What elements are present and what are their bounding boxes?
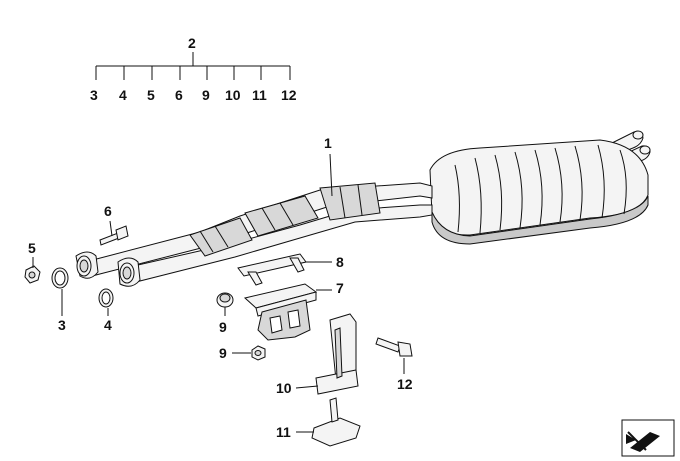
label-6[interactable]: 6 <box>104 203 112 219</box>
group-label-9[interactable]: 9 <box>202 87 210 103</box>
shield-lines <box>199 184 363 253</box>
hanger-part-10[interactable] <box>315 313 359 395</box>
front-flange-left <box>75 251 99 279</box>
callouts: 1 6 5 3 4 8 7 9 9 10 12 11 <box>28 135 413 440</box>
label-2[interactable]: 2 <box>188 35 196 51</box>
group-label-6[interactable]: 6 <box>175 87 183 103</box>
gasket-part-3[interactable] <box>51 267 69 289</box>
label-4[interactable]: 4 <box>104 317 112 333</box>
bracket-part-8[interactable] <box>237 253 307 286</box>
front-flange-right <box>117 257 141 287</box>
view-orientation-icon <box>621 419 675 457</box>
rear-muffler[interactable] <box>429 130 651 245</box>
label-5[interactable]: 5 <box>28 240 36 256</box>
label-7[interactable]: 7 <box>336 280 344 296</box>
group-bracket: 2 3 4 5 6 9 10 11 12 <box>90 35 297 103</box>
gasket-part-4[interactable] <box>98 288 114 308</box>
group-label-4[interactable]: 4 <box>119 87 127 103</box>
label-3[interactable]: 3 <box>58 317 66 333</box>
group-label-10[interactable]: 10 <box>225 87 241 103</box>
muffler-ribs <box>454 144 627 234</box>
label-8[interactable]: 8 <box>336 254 344 270</box>
bolt-part-12[interactable] <box>375 337 413 357</box>
label-9-nut[interactable]: 9 <box>219 345 227 361</box>
group-label-11[interactable]: 11 <box>252 87 267 103</box>
bolt-part-6[interactable] <box>99 225 129 246</box>
bracket-ticks <box>95 66 291 80</box>
label-11[interactable]: 11 <box>276 424 291 440</box>
group-label-12[interactable]: 12 <box>281 87 297 103</box>
clip-part-11[interactable] <box>311 397 361 447</box>
label-12[interactable]: 12 <box>397 376 413 392</box>
nut-part-9[interactable] <box>251 345 266 361</box>
group-label-3[interactable]: 3 <box>90 87 98 103</box>
rubber-mount-part-7[interactable] <box>243 283 318 341</box>
bushing-part-9[interactable] <box>216 292 234 308</box>
label-1[interactable]: 1 <box>324 135 332 151</box>
center-pipe[interactable] <box>75 182 433 287</box>
label-10[interactable]: 10 <box>276 380 292 396</box>
nut-part[interactable] <box>24 265 41 284</box>
group-label-5[interactable]: 5 <box>147 87 155 103</box>
label-9-bushing[interactable]: 9 <box>219 319 227 335</box>
